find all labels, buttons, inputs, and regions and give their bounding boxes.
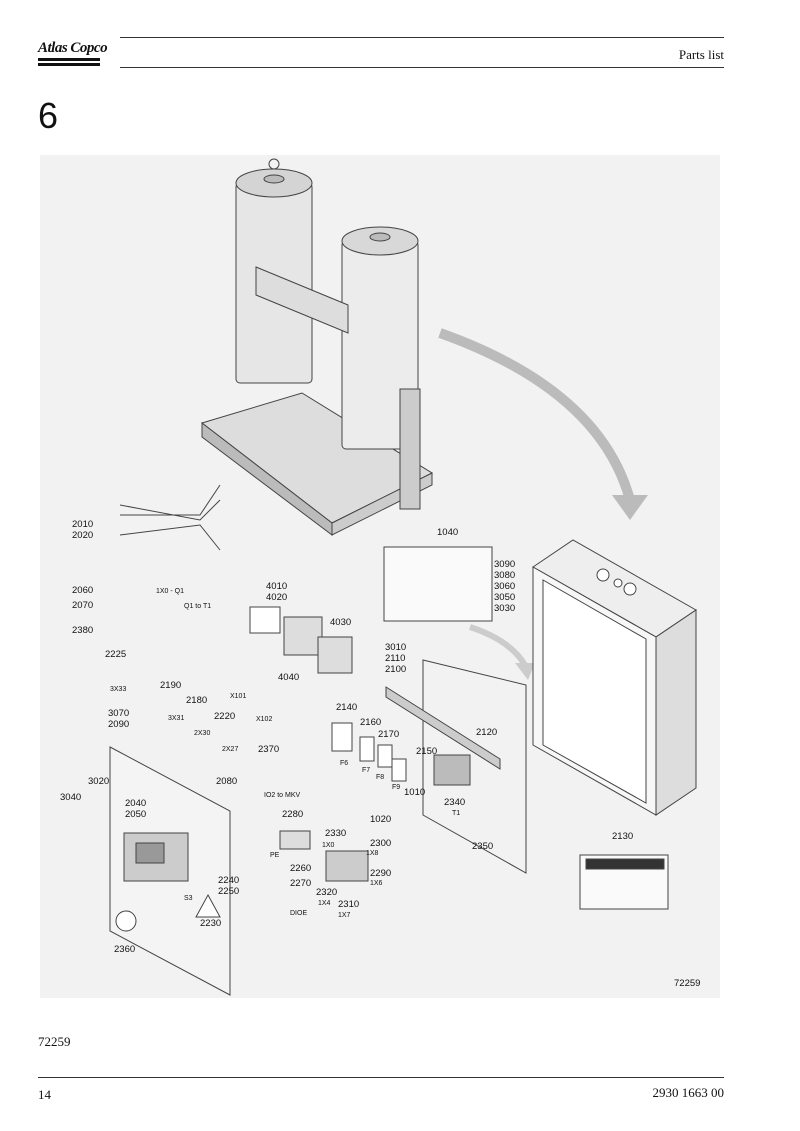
callout-number: 2110 [385,653,405,664]
callout-number: 2190 [160,680,181,691]
callout-number: 1040 [437,527,458,538]
callout-number: 4040 [278,672,299,683]
connector-tag: DIOE [290,910,307,917]
connector-tag: Q1 to T1 [184,603,211,610]
connector-tag: 1X4 [318,900,331,907]
connector-tag: PE [270,852,280,859]
connector-tag: F8 [376,774,384,781]
callout-number: 2310 [338,899,359,910]
callout-number: 2260 [290,863,311,874]
transformer-t1 [433,754,471,786]
connector-tag: 3X31 [168,715,184,722]
connector-tag: IO2 to MKV [264,792,301,799]
logo-bar [38,58,100,61]
connector-tag: 2X30 [194,730,210,737]
callout-number: 2220 [214,711,235,722]
callout-number: 3080 [494,570,515,581]
callout-number: 2240 [218,875,239,886]
callout-number: 2370 [258,744,279,755]
callout-number: 3030 [494,603,515,614]
connector-tag: F7 [362,767,370,774]
callout-number: 2090 [108,719,129,730]
connector-tag: T1 [452,810,460,817]
callout-number: 2360 [114,944,135,955]
section-number: 6 [38,95,59,136]
callout-number: 2060 [72,585,93,596]
callout-number: 2280 [282,809,303,820]
header-title: Parts list [678,47,724,62]
connector-tag: 1X0 - Q1 [156,588,184,595]
callout-number: 3050 [494,592,515,603]
connector-tag: 3X33 [110,686,126,693]
callout-number: 1010 [404,787,425,798]
callout-number: 2100 [385,664,406,675]
footer-rule [38,1077,724,1078]
callout-number: 2020 [72,530,93,541]
connector-tag: X102 [256,716,272,723]
connector-tag: F6 [340,760,348,767]
connector-tag: F9 [392,784,400,791]
callout-number: 2140 [336,702,357,713]
callout-number: 4020 [266,592,287,603]
wiring-diagram-sheet [383,546,493,622]
callout-number: 2180 [186,695,207,706]
callout-number: 2340 [444,797,465,808]
logo-bar [38,63,100,66]
callout-number: 2120 [476,727,497,738]
callout-number: 2040 [125,798,146,809]
callout-number: 2300 [370,838,391,849]
callout-number: 2150 [416,746,437,757]
header-rule [120,37,724,38]
callout-number: 2230 [200,918,221,929]
page-number: 14 [38,1087,51,1102]
callout-number: 4010 [266,581,287,592]
callout-number: 3020 [88,776,109,787]
callout-number: 3060 [494,581,515,592]
callout-number: 2080 [216,776,237,787]
callout-number: 2290 [370,868,391,879]
callout-number: 2160 [360,717,381,728]
connector-tag-group: 1X0 - Q1 Q1 to T1 3X33 3X31 2X30 2X27 X1… [110,588,460,919]
header-rule [120,67,724,68]
mounting-plate [422,659,527,874]
figure-caption: 72259 [38,1034,71,1049]
callout-number: 4030 [330,617,351,628]
callout-number: 2130 [612,831,633,842]
callout-number: 3010 [385,642,406,653]
callout-number: 2170 [378,729,399,740]
diagram-svg: 2010 2020 1040 3090 3080 3060 3050 3030 … [60,158,700,996]
connector-tag: 1X6 [370,880,383,887]
connector-tag: S3 [184,895,193,902]
logo-text: Atlas Copco [38,40,108,56]
connector-tag: X101 [230,693,246,700]
figure-id-label: 72259 [674,978,700,989]
callout-number: 1020 [370,814,391,825]
cabinet-side [655,609,697,816]
callout-number: 3090 [494,559,515,570]
callout-number: 2380 [72,625,93,636]
document-number: 2930 1663 00 [652,1085,725,1100]
callout-number: 2270 [290,878,311,889]
callout-group: 2010 2020 1040 3090 3080 3060 3050 3030 … [60,519,633,955]
callout-number: 2070 [72,600,93,611]
callout-number: 2225 [105,649,126,660]
callout-number: 2010 [72,519,93,530]
callout-number: 2330 [325,828,346,839]
exploded-parts-diagram: 2010 2020 1040 3090 3080 3060 3050 3030 … [40,155,720,998]
connector-tag: 1X8 [366,850,379,857]
callout-number: 3070 [108,708,129,719]
brand-logo: Atlas Copco [38,38,108,68]
callout-number: 2250 [218,886,239,897]
callout-number: 3040 [60,792,81,803]
callout-number: 2320 [316,887,337,898]
connector-tag: 1X0 [322,842,335,849]
connector-tag: 1X7 [338,912,351,919]
callout-number: 2350 [472,841,493,852]
callout-number: 2050 [125,809,146,820]
connector-tag: 2X27 [222,746,238,753]
